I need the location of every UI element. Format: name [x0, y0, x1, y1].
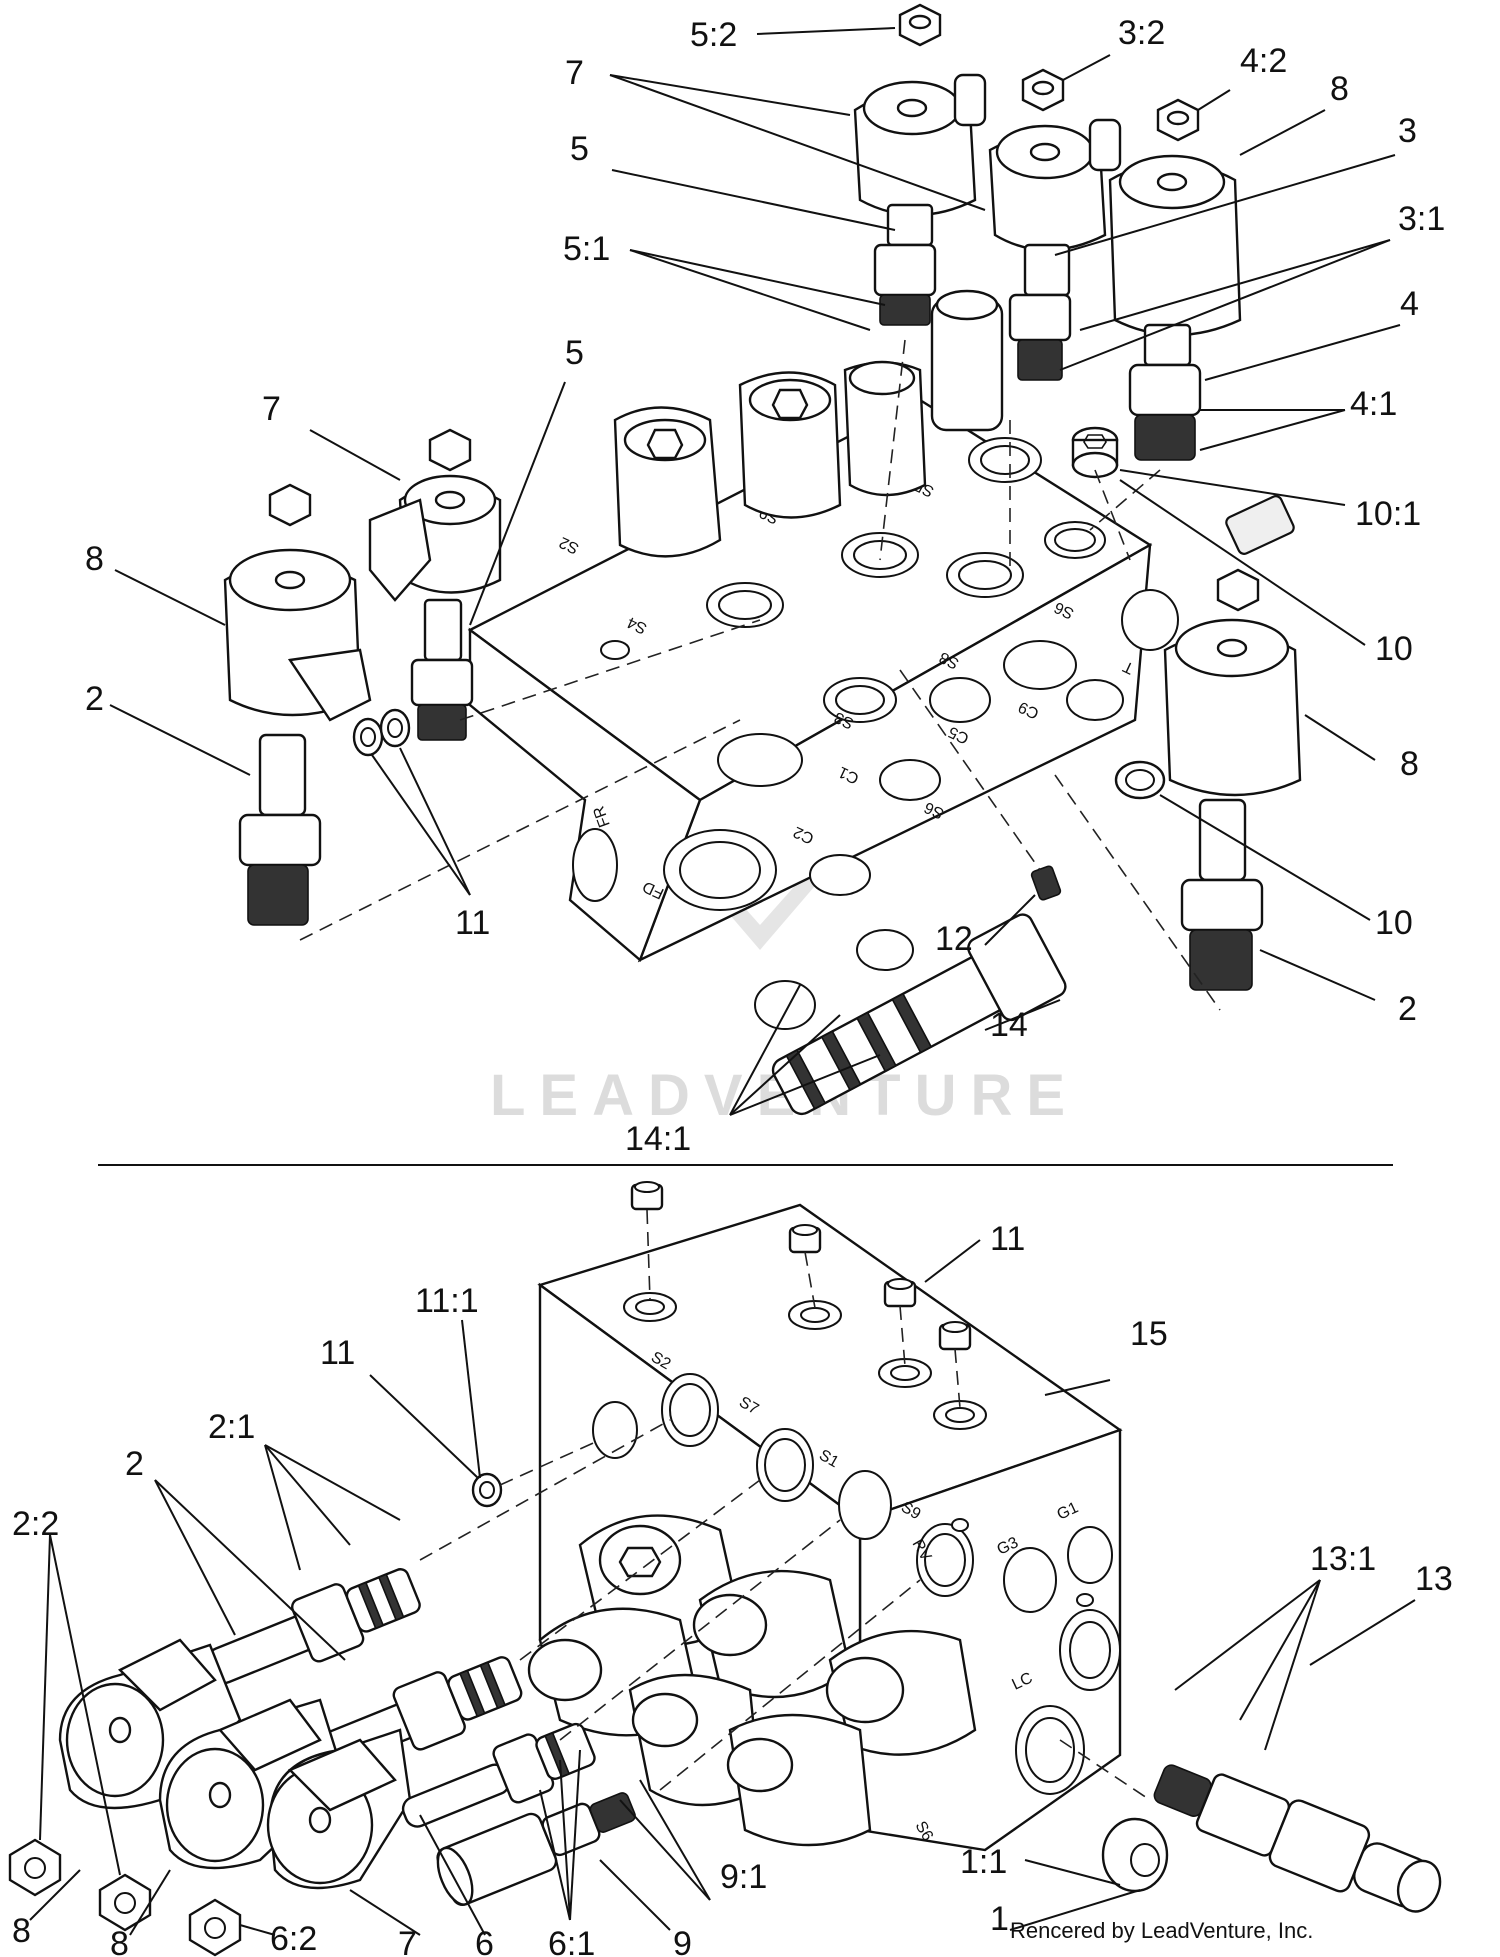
- stamp-s3: S3: [832, 708, 857, 732]
- callout-2-b: 2: [1398, 990, 1417, 1028]
- callout-10-1: 10:1: [1355, 495, 1421, 533]
- callout-14-1: 14:1: [625, 1120, 691, 1158]
- callout-14: 14: [990, 1006, 1028, 1044]
- callout-1: 1: [990, 1900, 1009, 1938]
- callout-11-1: 11:1: [415, 1282, 479, 1320]
- callout-13-1: 13:1: [1310, 1540, 1376, 1578]
- coils-8-bottom: [8, 1638, 347, 1932]
- callout-12: 12: [935, 920, 973, 958]
- callout-2-2: 2:2: [12, 1505, 59, 1543]
- callout-4-1: 4:1: [1350, 385, 1397, 423]
- stamp-s6b: S6: [922, 798, 947, 822]
- callout-15: 15: [1130, 1315, 1168, 1353]
- stamp-s2: S2: [557, 533, 582, 557]
- callout-6-1: 6:1: [548, 1925, 595, 1957]
- callout-1-1: 1:1: [960, 1843, 1007, 1881]
- cartridge-4-top: [1108, 98, 1242, 461]
- top-alignment-lines: [299, 339, 1221, 1011]
- callout-8-e: 8: [110, 1925, 129, 1957]
- render-credit: Rencered by LeadVenture, Inc.: [1010, 1918, 1313, 1943]
- installed-coils: [613, 289, 1004, 558]
- callout-5-2: 5:2: [690, 16, 737, 54]
- callout-labels: 5:2 3:2 4:2 7 8 3 5 3:1 5:1 4 5 7 4:1 10…: [12, 14, 1453, 1957]
- callout-10-a: 10: [1375, 630, 1413, 668]
- plugs-11-top: [352, 708, 411, 757]
- cartridge-13: [1153, 1764, 1442, 1913]
- callout-11-b: 11: [320, 1334, 355, 1372]
- top-manifold-block: S2 S9 S5 S4 S8 S6 S3 C5 C9 T C1 S6 C2 FD…: [467, 398, 1295, 1030]
- callout-7-a: 7: [565, 54, 584, 92]
- callout-8-d: 8: [12, 1912, 31, 1950]
- plug-12: [1030, 865, 1062, 901]
- cartridge-5-left: [368, 428, 502, 741]
- stamp-s6: S6: [1052, 598, 1077, 622]
- callout-2-c: 2: [125, 1445, 144, 1483]
- plug-1: [1101, 1817, 1169, 1893]
- callout-3-a: 3: [1398, 112, 1417, 150]
- plugs-11-bottom: [471, 1181, 972, 1508]
- bottom-installed-coils: [527, 1514, 977, 1847]
- callout-2-1: 2:1: [208, 1408, 255, 1446]
- cartridge-6-bottom: [188, 1722, 596, 1957]
- callout-6: 6: [475, 1925, 494, 1957]
- callout-8-b: 8: [85, 540, 104, 578]
- callout-8-a: 8: [1330, 70, 1349, 108]
- bottom-assembly: S2 S7 S1 S9 RV G3 G1 LC S6: [8, 1181, 1442, 1957]
- cartridge-5-top: [853, 3, 987, 326]
- callout-10-b: 10: [1375, 904, 1413, 942]
- callout-8-c: 8: [1400, 745, 1419, 783]
- callout-9-1: 9:1: [720, 1858, 767, 1896]
- callout-3-1: 3:1: [1398, 200, 1445, 238]
- stamp-s8: S8: [937, 648, 962, 672]
- callout-11-a: 11: [455, 904, 490, 942]
- callout-9: 9: [673, 1925, 692, 1957]
- stamp-fr: FR: [590, 804, 613, 830]
- callout-6-2: 6:2: [270, 1920, 317, 1957]
- callout-7-c: 7: [398, 1925, 417, 1957]
- callout-4-a: 4: [1400, 285, 1419, 323]
- callout-13: 13: [1415, 1560, 1453, 1598]
- callout-3-2: 3:2: [1118, 14, 1165, 52]
- cartridge-2-right: [1163, 568, 1302, 991]
- bottom-alignment-lines: [419, 1209, 1151, 1801]
- top-assembly: S2 S9 S5 S4 S8 S6 S3 C5 C9 T C1 S6 C2 FD…: [223, 3, 1302, 1116]
- plug-10-top: [1071, 426, 1166, 800]
- callout-5-b: 5: [565, 334, 584, 372]
- callout-4-2: 4:2: [1240, 42, 1287, 80]
- callout-2-a: 2: [85, 680, 104, 718]
- leader-lines: [29, 27, 1416, 1936]
- callout-7-b: 7: [262, 390, 281, 428]
- callout-5-a: 5: [570, 130, 589, 168]
- callout-5-1: 5:1: [563, 230, 610, 268]
- cartridge-2-left: [223, 483, 372, 926]
- stamp-s4: S4: [625, 613, 650, 637]
- callout-11-c: 11: [990, 1220, 1025, 1258]
- cartridge-3-top: [988, 68, 1122, 381]
